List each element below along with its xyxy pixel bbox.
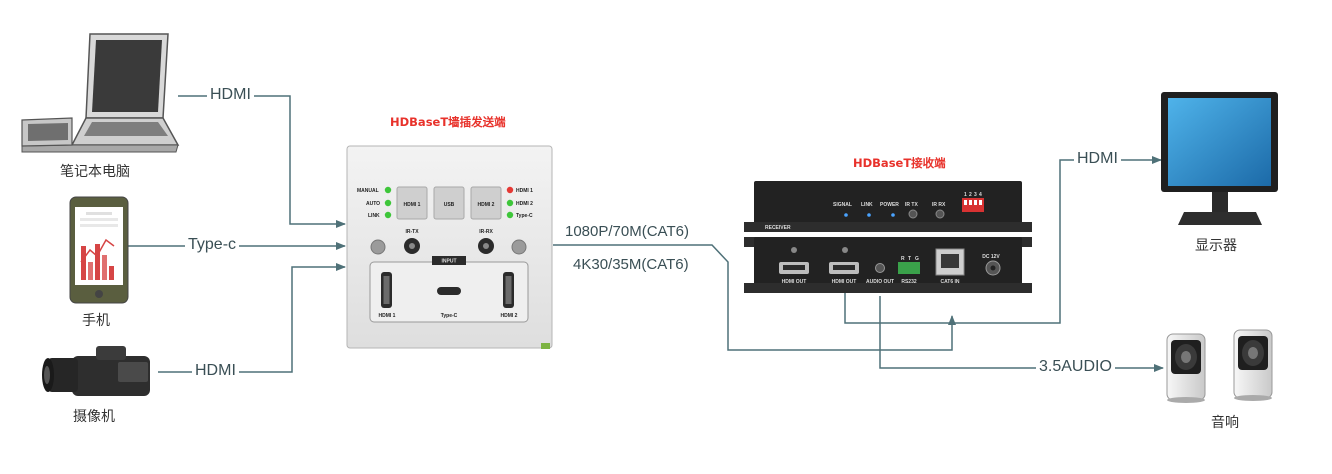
camera-line (158, 263, 346, 373)
phone-icon (69, 196, 129, 304)
phone-link-label: Type-c (185, 236, 240, 254)
monitor-icon (1161, 92, 1278, 225)
cat6-label-1080p: 1080P/70M(CAT6) (562, 223, 692, 240)
led-label-hdmi1: HDMI 1 (516, 188, 533, 194)
rear-label-rs232: RS232 (901, 279, 917, 285)
receiver-label: RECEIVER (765, 225, 791, 231)
receiver-front: RECEIVER SIGNAL LINK POWER IR TX IR RX 1… (744, 181, 1032, 232)
dip-number-4: 4 (979, 192, 982, 198)
monitor-label: 显示器 (1195, 238, 1237, 254)
indicator-signal-label: SIGNAL (833, 202, 852, 208)
input-tag (432, 256, 466, 265)
port-label-hdmi1: HDMI 1 (379, 313, 396, 319)
indicator-power (891, 213, 895, 217)
indicator-link-label: LINK (861, 202, 873, 208)
rs232-terminal (898, 262, 920, 274)
camera-icon (42, 346, 150, 396)
ir-tx-label: IR-TX (405, 229, 419, 235)
audio-line (879, 296, 1164, 372)
ir-rx-label: IR-RX (479, 229, 493, 235)
rs232-pin-r: R (901, 256, 905, 262)
tx-button-hdmi1[interactable] (396, 186, 428, 220)
camera-link-label: HDMI (192, 362, 239, 380)
port-label-hdmi2: HDMI 2 (501, 313, 518, 319)
led-link (384, 211, 392, 219)
tx-button-usb[interactable] (433, 186, 465, 220)
laptop-label: 笔记本电脑 (60, 164, 130, 180)
rear-label-hdmi-out-1: HDMI OUT (782, 279, 807, 285)
laptop-link-label: HDMI (207, 86, 254, 104)
rear-label-hdmi-out-2: HDMI OUT (832, 279, 857, 285)
monitor-link-label: HDMI (1074, 150, 1121, 168)
led-label-auto: AUTO (366, 201, 380, 207)
laptop-icon (21, 33, 180, 153)
led-manual (384, 186, 392, 194)
rs232-pin-g: G (915, 256, 919, 262)
dip-number-1: 1 (964, 192, 967, 198)
indicator-irrx-label: IR RX (932, 202, 946, 208)
led-label-manual: MANUAL (357, 188, 379, 194)
typec-port (437, 287, 461, 295)
led-label-hdmi2: HDMI 2 (516, 201, 533, 207)
speaker-label: 音响 (1211, 415, 1239, 431)
ir-tx-jack-rx (908, 209, 918, 219)
ir-rx-jack-rx (935, 209, 945, 219)
transmitter-panel: MANUAL AUTO LINK HDMI 1 USB HDMI 2 HDMI … (346, 145, 553, 349)
dip-switch[interactable] (962, 198, 984, 212)
tx-button-hdmi1-label: HDMI 1 (404, 202, 421, 208)
tx-button-usb-label: USB (444, 202, 455, 208)
indicator-irtx-label: IR TX (905, 202, 918, 208)
led-label-typec: Type-C (516, 213, 533, 219)
camera-label: 摄像机 (73, 409, 115, 425)
transmitter-title: HDBaseT墙插发送端 (390, 115, 506, 129)
led-hdmi2 (506, 199, 514, 207)
cat6-line (553, 244, 956, 351)
led-hdmi1 (506, 186, 514, 194)
laptop-line (178, 95, 346, 228)
receiver-rear: R T G HDMI OUT HDMI OUT AUDIO OUT RS232 … (744, 237, 1032, 293)
indicator-power-label: POWER (880, 202, 899, 208)
led-typec (506, 211, 514, 219)
rear-label-cat6-in: CAT6 IN (940, 279, 959, 285)
cat6-label-4k: 4K30/35M(CAT6) (570, 256, 692, 273)
rear-label-audio-out: AUDIO OUT (866, 279, 894, 285)
phone-label: 手机 (82, 313, 110, 329)
tx-button-hdmi2-label: HDMI 2 (478, 202, 495, 208)
audio-link-label: 3.5AUDIO (1036, 358, 1115, 376)
indicator-signal (844, 213, 848, 217)
speaker-icon (1166, 329, 1273, 403)
receiver-title: HDBaseT接收端 (853, 156, 946, 170)
rear-label-dc12v: DC 12V (982, 254, 1000, 260)
dip-number-3: 3 (974, 192, 977, 198)
tx-button-hdmi2[interactable] (470, 186, 502, 220)
rs232-pin-t: T (908, 256, 911, 262)
led-label-link: LINK (368, 213, 380, 219)
input-label: INPUT (442, 259, 457, 265)
dip-number-2: 2 (969, 192, 972, 198)
indicator-link (867, 213, 871, 217)
led-auto (384, 199, 392, 207)
port-label-typec: Type-C (441, 313, 458, 319)
audio-out-jack (875, 263, 885, 273)
